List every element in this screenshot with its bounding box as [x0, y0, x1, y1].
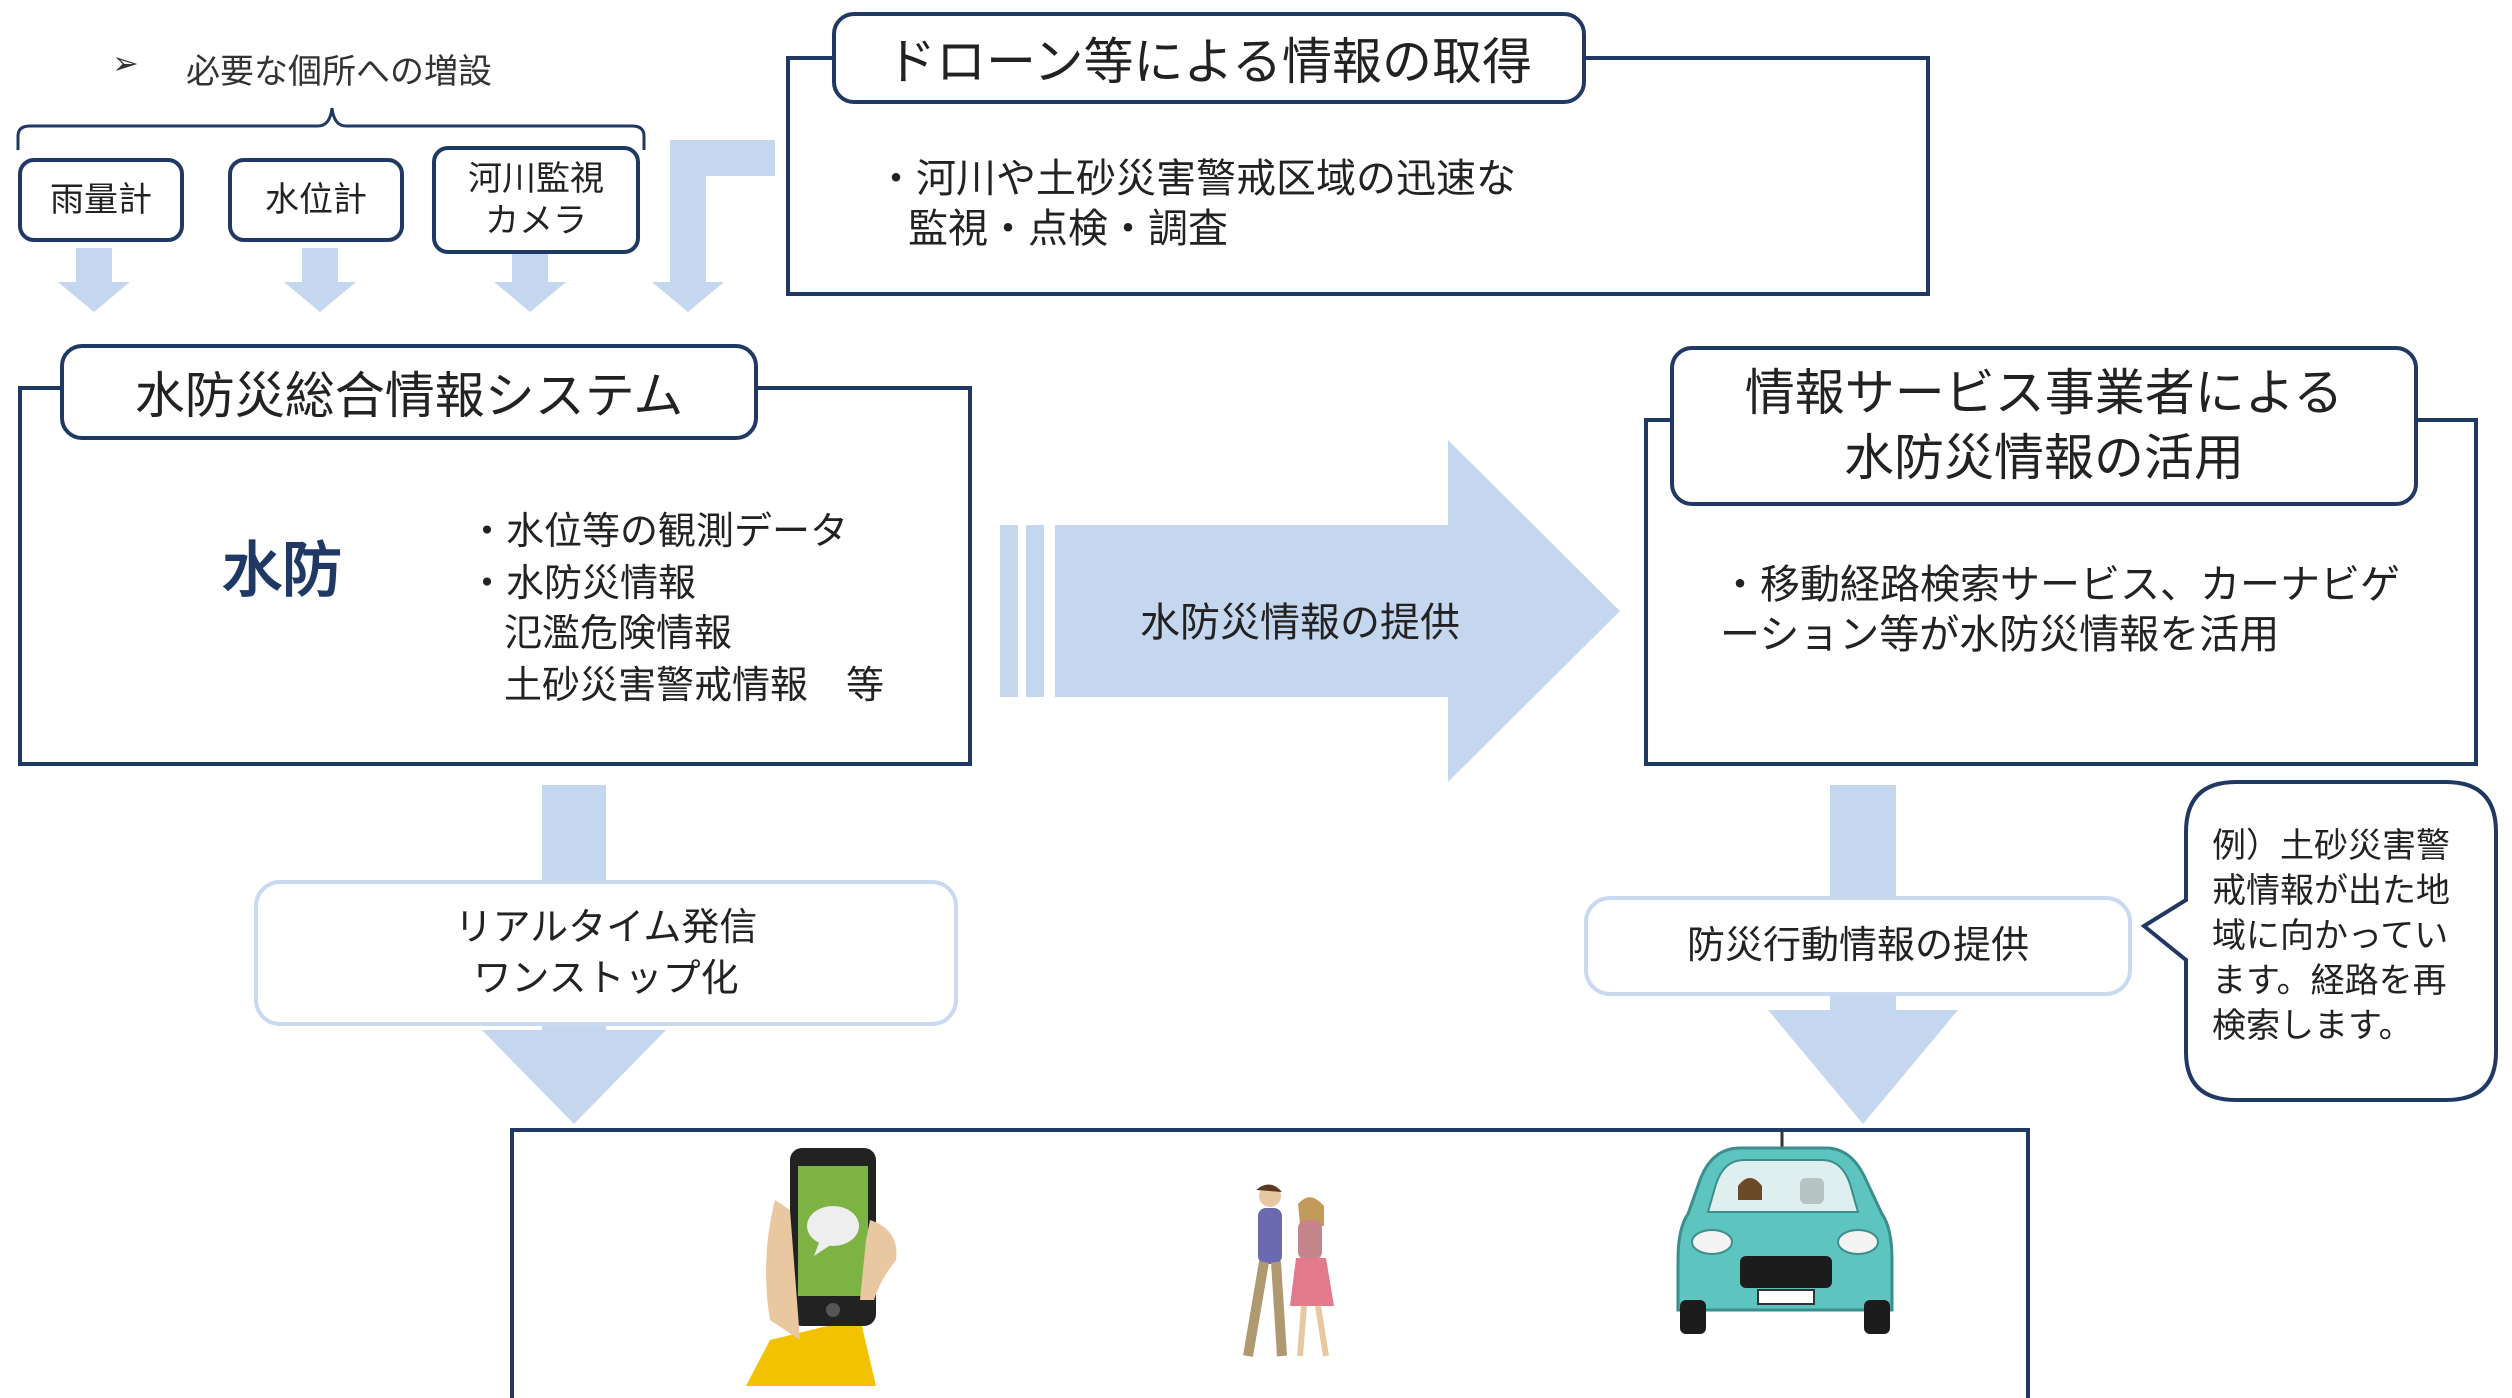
arrow-stripe-1 [1000, 525, 1018, 697]
water-level-box: 水位計 [228, 158, 404, 242]
river-camera-box: 河川監視 カメラ [432, 146, 640, 254]
speech-bubble-text: 例）土砂災害警 戒情報が出た地 域に向かってい ます。経路を再 検索します。 [2212, 824, 2482, 1049]
bubble-line-3: 域に向かってい [2212, 916, 2449, 956]
couple-image [1243, 1184, 1334, 1357]
realtime-box: リアルタイム発信 ワンストップ化 [254, 880, 958, 1026]
system-title-text: 水防災総合情報システム [134, 367, 684, 425]
camera-arrow [494, 252, 566, 312]
sensor-brace [16, 107, 646, 150]
service-panel-title: 情報サービス事業者による 水防災情報の活用 [1670, 346, 2418, 506]
drone-line-1: ・河川や土砂災害警戒区域の迅速な [876, 156, 1516, 202]
laptop-screen-label: 水防 [222, 536, 342, 606]
system-panel-title: 水防災総合情報システム [60, 344, 758, 440]
phone-image [746, 1148, 897, 1386]
car-image [1676, 1128, 1894, 1334]
river-camera-label: 河川監視 カメラ [468, 158, 604, 242]
note-bullet: ➢ [112, 44, 139, 82]
drone-panel-title: ドローン等による情報の取得 [832, 12, 1586, 104]
system-item-2: ・水防災情報 [468, 561, 697, 605]
rain-gauge-label: 雨量計 [50, 179, 152, 220]
system-item-4: 土砂災害警戒情報 等 [504, 663, 885, 707]
water-level-label: 水位計 [265, 179, 367, 220]
provide-info-label: 水防災情報の提供 [1140, 600, 1460, 646]
bubble-line-2: 戒情報が出た地 [2212, 871, 2450, 911]
service-line-1: ・移動経路検索サービス、カーナビゲ [1720, 562, 2400, 608]
drone-line-2: 監視・点検・調査 [908, 206, 1228, 252]
disaster-action-box: 防災行動情報の提供 [1584, 896, 2132, 996]
bubble-line-4: ます。経路を再 [2212, 961, 2447, 1001]
service-title-line-1: 情報サービス事業者による [1744, 364, 2344, 422]
note-text: 必要な個所への増設 [186, 52, 492, 92]
system-item-3: 氾濫危険情報 [504, 611, 733, 655]
service-line-2: ーション等が水防災情報を活用 [1720, 612, 2280, 658]
drone-title-text: ドローン等による情報の取得 [886, 33, 1532, 91]
bubble-line-1: 例）土砂災害警 [2212, 826, 2450, 866]
system-panel [18, 386, 972, 766]
provide-info-arrow [1055, 440, 1620, 782]
rain-arrow [58, 248, 130, 312]
realtime-line-2: ワンストップ化 [473, 956, 739, 1000]
rain-gauge-box: 雨量計 [18, 158, 184, 242]
system-item-1: ・水位等の観測データ [468, 509, 849, 553]
drone-feed-arrow [652, 140, 775, 312]
disaster-action-label: 防災行動情報の提供 [1686, 923, 2029, 968]
arrow-stripe-2 [1026, 525, 1044, 697]
service-title-line-2: 水防災情報の活用 [1844, 429, 2244, 487]
realtime-line-1: リアルタイム発信 [454, 904, 758, 949]
bubble-line-5: 検索します。 [2212, 1006, 2413, 1046]
water-level-arrow [284, 248, 356, 312]
users-panel [510, 1128, 2030, 1398]
